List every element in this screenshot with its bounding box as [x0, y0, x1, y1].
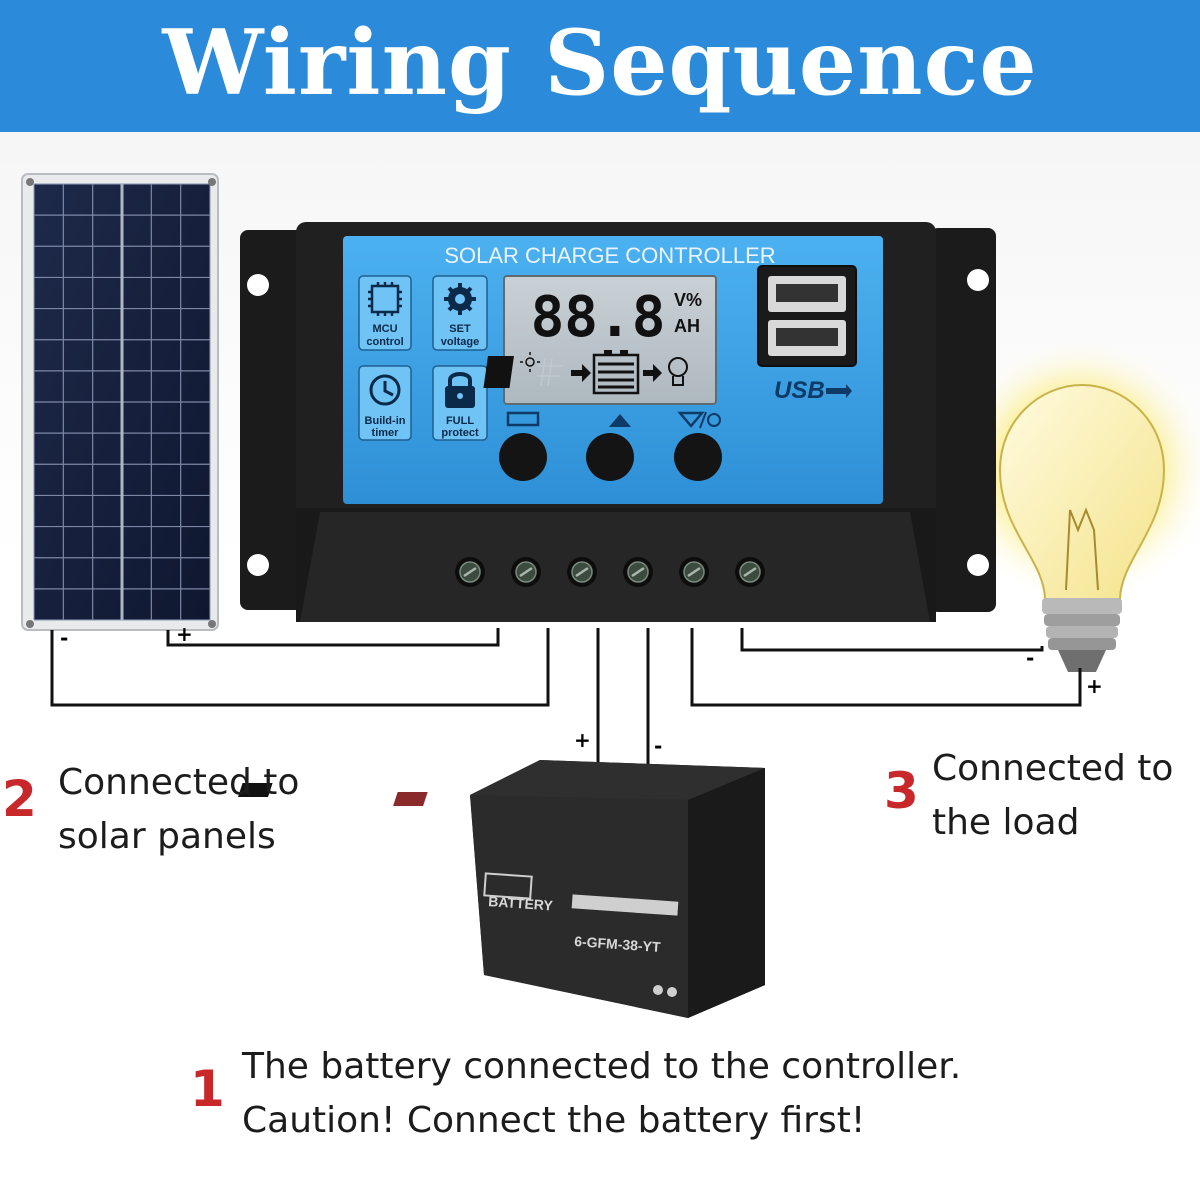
light-bulb	[945, 335, 1200, 672]
button-group	[499, 411, 722, 481]
mount-hole-icon	[247, 274, 269, 296]
step-number-2: 2	[2, 770, 37, 828]
feature-label: timer	[372, 427, 400, 439]
arrow-right-icon	[643, 364, 662, 382]
lcd-unit: AH	[674, 316, 700, 336]
usb-ports: USB	[757, 265, 857, 404]
menu-button[interactable]	[499, 411, 547, 481]
step-1-caption: The battery connected to the controller.…	[242, 1040, 961, 1148]
gear-icon	[444, 283, 476, 315]
lcd-display: 88.8 V% AH	[483, 275, 717, 405]
terminal-screw-icon	[623, 557, 653, 587]
up-button[interactable]	[586, 414, 634, 481]
terminal-screw-icon	[735, 557, 765, 587]
controller-header-text: SOLAR CHARGE CONTROLLER	[444, 243, 775, 268]
terminal-block	[455, 557, 765, 587]
terminal-screw-icon	[567, 557, 597, 587]
panel-icon	[483, 356, 562, 388]
step-1-line1: The battery connected to the controller.	[242, 1046, 962, 1087]
step-1-line2: Caution! Connect the battery first!	[242, 1100, 866, 1141]
feature-tile-set: SET voltage	[432, 275, 488, 351]
battery-model: 6-GFM-38-YT	[574, 933, 662, 955]
step-number-1: 1	[190, 1060, 225, 1118]
terminal-screw-icon	[455, 557, 485, 587]
feature-label: protect	[441, 427, 479, 439]
clock-icon	[369, 374, 401, 406]
load-negative-mark: -	[1026, 646, 1035, 670]
triangle-down-icon	[677, 411, 705, 428]
battery-positive-mark: +	[574, 728, 591, 752]
feature-tile-timer: Build-in timer	[358, 365, 412, 441]
menu-icon	[506, 411, 540, 427]
step-2-line1: Connected to	[58, 762, 300, 803]
terminal-screw-icon	[511, 557, 541, 587]
feature-label: voltage	[441, 336, 480, 348]
wire-solar-negative	[50, 628, 550, 707]
feature-label: control	[366, 336, 403, 348]
step-3-line1: Connected to	[932, 748, 1174, 789]
wires	[50, 628, 1082, 790]
step-2-line2: solar panels	[58, 816, 276, 857]
charge-controller: SOLAR CHARGE CONTROLLER MCU control	[240, 222, 996, 622]
mount-hole-icon	[967, 269, 989, 291]
feature-label: Build-in	[365, 415, 406, 427]
step-3-caption: Connected to the load	[932, 742, 1173, 850]
step-3-line2: the load	[932, 802, 1080, 843]
usb-label: USB	[774, 377, 825, 404]
usb-icon	[826, 384, 852, 398]
step-number-3: 3	[884, 762, 919, 820]
wire-load-negative	[740, 628, 1044, 652]
feature-label: SET	[449, 323, 471, 335]
lcd-digits: 88.8	[531, 285, 666, 350]
battery-brand: BATTERY	[488, 893, 554, 914]
lcd-unit: V%	[674, 290, 702, 310]
wire-solar-positive	[166, 628, 500, 647]
solar-positive-mark: +	[176, 622, 193, 646]
feature-label: FULL	[446, 415, 474, 427]
solar-panel	[21, 173, 219, 631]
step-2-caption: Connected to solar panels	[58, 756, 299, 864]
load-positive-mark: +	[1086, 674, 1103, 698]
battery: BATTERY 6-GFM-38-YT	[238, 760, 765, 1018]
mount-hole-icon	[247, 554, 269, 576]
battery-negative-mark: -	[654, 734, 663, 758]
sun-icon	[520, 352, 540, 372]
title-banner: Wiring Sequence	[0, 0, 1200, 132]
feature-tile-protect: FULL protect	[432, 365, 488, 441]
page-title: Wiring Sequence	[162, 10, 1038, 116]
terminal-screw-icon	[679, 557, 709, 587]
wire-load-positive	[690, 628, 1082, 707]
lock-icon	[445, 372, 475, 408]
feature-tile-mcu: MCU control	[358, 275, 412, 351]
battery-logo-icon	[483, 872, 533, 900]
solar-negative-mark: -	[60, 626, 69, 650]
down-button[interactable]	[674, 411, 722, 481]
bulb-icon	[668, 357, 688, 386]
feature-label: MCU	[372, 323, 397, 335]
battery-icon	[592, 350, 640, 395]
triangle-up-icon	[609, 414, 631, 427]
arrow-right-icon	[571, 364, 591, 382]
mount-hole-icon	[967, 554, 989, 576]
chip-icon	[368, 282, 402, 316]
